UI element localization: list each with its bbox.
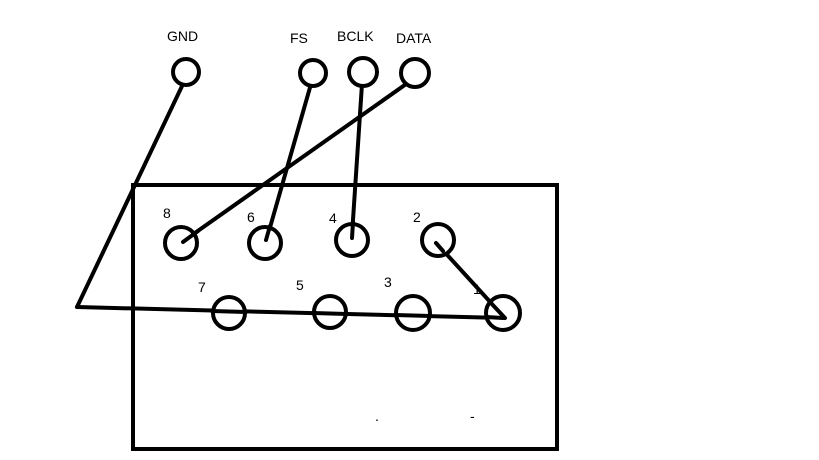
- wire-bclk-pin4: [350, 82, 364, 237]
- wire-data-pin8-end: [181, 229, 200, 244]
- pin-number-8: 8: [163, 205, 171, 221]
- wire-bus-pin3: [393, 313, 433, 318]
- label-bclk: BCLK: [337, 28, 374, 44]
- wire-fs-pin6: [265, 82, 313, 240]
- pin-3: [394, 294, 432, 332]
- wire-pin1-end: [488, 300, 507, 320]
- wire-data-pin8: [183, 80, 411, 242]
- wire-gnd-bus: [75, 305, 505, 320]
- pin-8: [163, 225, 199, 261]
- terminal-bclk: [347, 56, 379, 88]
- stray-dash: -: [470, 408, 475, 424]
- pin-number-1: 1: [473, 281, 481, 297]
- terminal-data: [399, 57, 431, 89]
- wire-fs-pin6-end: [264, 224, 272, 242]
- terminal-fs: [298, 58, 328, 88]
- pin-6: [247, 225, 283, 261]
- pin-2: [420, 222, 456, 258]
- pin-number-2: 2: [413, 209, 421, 225]
- wire-bus-pin1: [484, 315, 505, 320]
- label-data: DATA: [396, 30, 432, 46]
- pin-number-6: 6: [247, 209, 255, 225]
- label-gnd: GND: [167, 28, 198, 44]
- pin-number-5: 5: [296, 277, 304, 293]
- wire-pin2-end: [434, 241, 445, 253]
- connector-box: [131, 183, 559, 451]
- pin-number-4: 4: [329, 210, 337, 226]
- pin-number-7: 7: [198, 279, 206, 295]
- stray-dot: .: [375, 408, 379, 424]
- terminal-gnd: [171, 57, 201, 87]
- wire-bus-pin5: [311, 311, 349, 316]
- wire-gnd: [75, 82, 185, 309]
- pin-number-3: 3: [384, 274, 392, 290]
- wire-bclk-pin4-end: [350, 220, 355, 240]
- label-fs: FS: [290, 30, 308, 46]
- wire-bus-pin7: [210, 309, 248, 314]
